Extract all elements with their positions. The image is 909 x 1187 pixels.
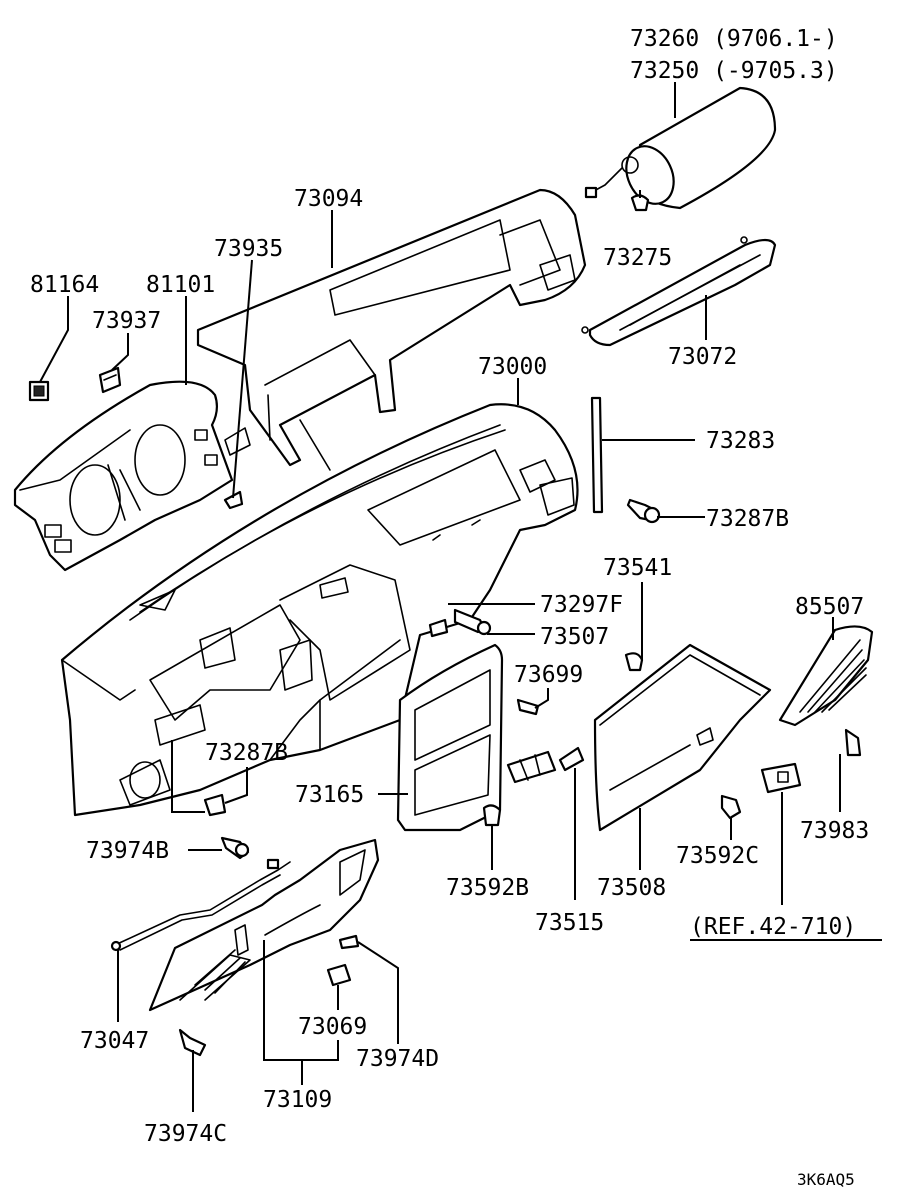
label-73165: 73165: [295, 782, 364, 808]
label-73508: 73508: [597, 875, 666, 901]
lower-cover-part: [148, 838, 380, 1012]
label-81101: 81101: [146, 272, 215, 298]
clip-73592c: [720, 794, 742, 820]
latch-73515: [506, 746, 585, 784]
label-73283: 73283: [706, 428, 775, 454]
label-73287b-lower: 73287B: [205, 740, 288, 766]
bolt-73974c: [178, 1028, 207, 1057]
screw-73287b-upper: [626, 498, 661, 524]
glove-box-part: [593, 643, 772, 832]
screw-73974d: [338, 934, 360, 950]
bush-73069: [326, 963, 352, 987]
label-73974d: 73974D: [356, 1046, 439, 1072]
clip-73592b: [482, 804, 502, 827]
label-73699: 73699: [514, 662, 583, 688]
screw-73297f: [428, 618, 449, 638]
label-73072: 73072: [668, 344, 737, 370]
bolt-73974b: [220, 836, 250, 860]
airbag-module-part: [584, 86, 777, 210]
label-85507: 85507: [795, 594, 864, 620]
upper-panel-part: [196, 188, 587, 471]
label-73109: 73109: [263, 1087, 332, 1113]
clip-73541: [624, 652, 644, 672]
switch-ref-part: [760, 762, 802, 794]
label-73592c: 73592C: [676, 843, 759, 869]
screw-73699: [516, 698, 540, 716]
label-ref-42-710: (REF.42-710): [690, 914, 856, 940]
defroster-garnish-part: [581, 236, 777, 347]
label-73250: 73250 (-9705.3): [630, 58, 838, 84]
label-73069: 73069: [298, 1014, 367, 1040]
label-73275: 73275: [603, 245, 672, 271]
clip-73937: [98, 366, 122, 394]
label-73287b-upper: 73287B: [706, 506, 789, 532]
meter-hood-part: [13, 380, 234, 572]
label-73515: 73515: [535, 910, 604, 936]
instrument-panel-part: [60, 403, 579, 817]
vent-grille-part: [778, 625, 874, 727]
label-73937: 73937: [92, 308, 161, 334]
screw-73935: [223, 490, 244, 510]
label-73541: 73541: [603, 555, 672, 581]
diagram-code: 3K6AQ5: [797, 1170, 855, 1187]
leader-lines: [39, 82, 882, 1112]
label-73592b: 73592B: [446, 875, 529, 901]
screw-73287b-lower: [203, 793, 227, 817]
label-73047: 73047: [80, 1028, 149, 1054]
label-73000: 73000: [478, 354, 547, 380]
seal-73283: [590, 396, 604, 514]
clip-81164: [28, 380, 50, 402]
label-73260: 73260 (9706.1-): [630, 26, 838, 52]
label-73094: 73094: [294, 186, 363, 212]
screw-73983: [844, 728, 862, 757]
center-panel-part: [396, 643, 504, 832]
label-73983: 73983: [800, 818, 869, 844]
clip-73275: [630, 194, 650, 212]
label-73297f: 73297F: [540, 592, 623, 618]
label-73974b: 73974B: [86, 838, 169, 864]
rod-73047: [110, 858, 291, 952]
bolt-73507: [453, 608, 492, 636]
label-73507: 73507: [540, 624, 609, 650]
label-73974c: 73974C: [144, 1121, 227, 1147]
label-81164: 81164: [30, 272, 99, 298]
label-73935: 73935: [214, 236, 283, 262]
